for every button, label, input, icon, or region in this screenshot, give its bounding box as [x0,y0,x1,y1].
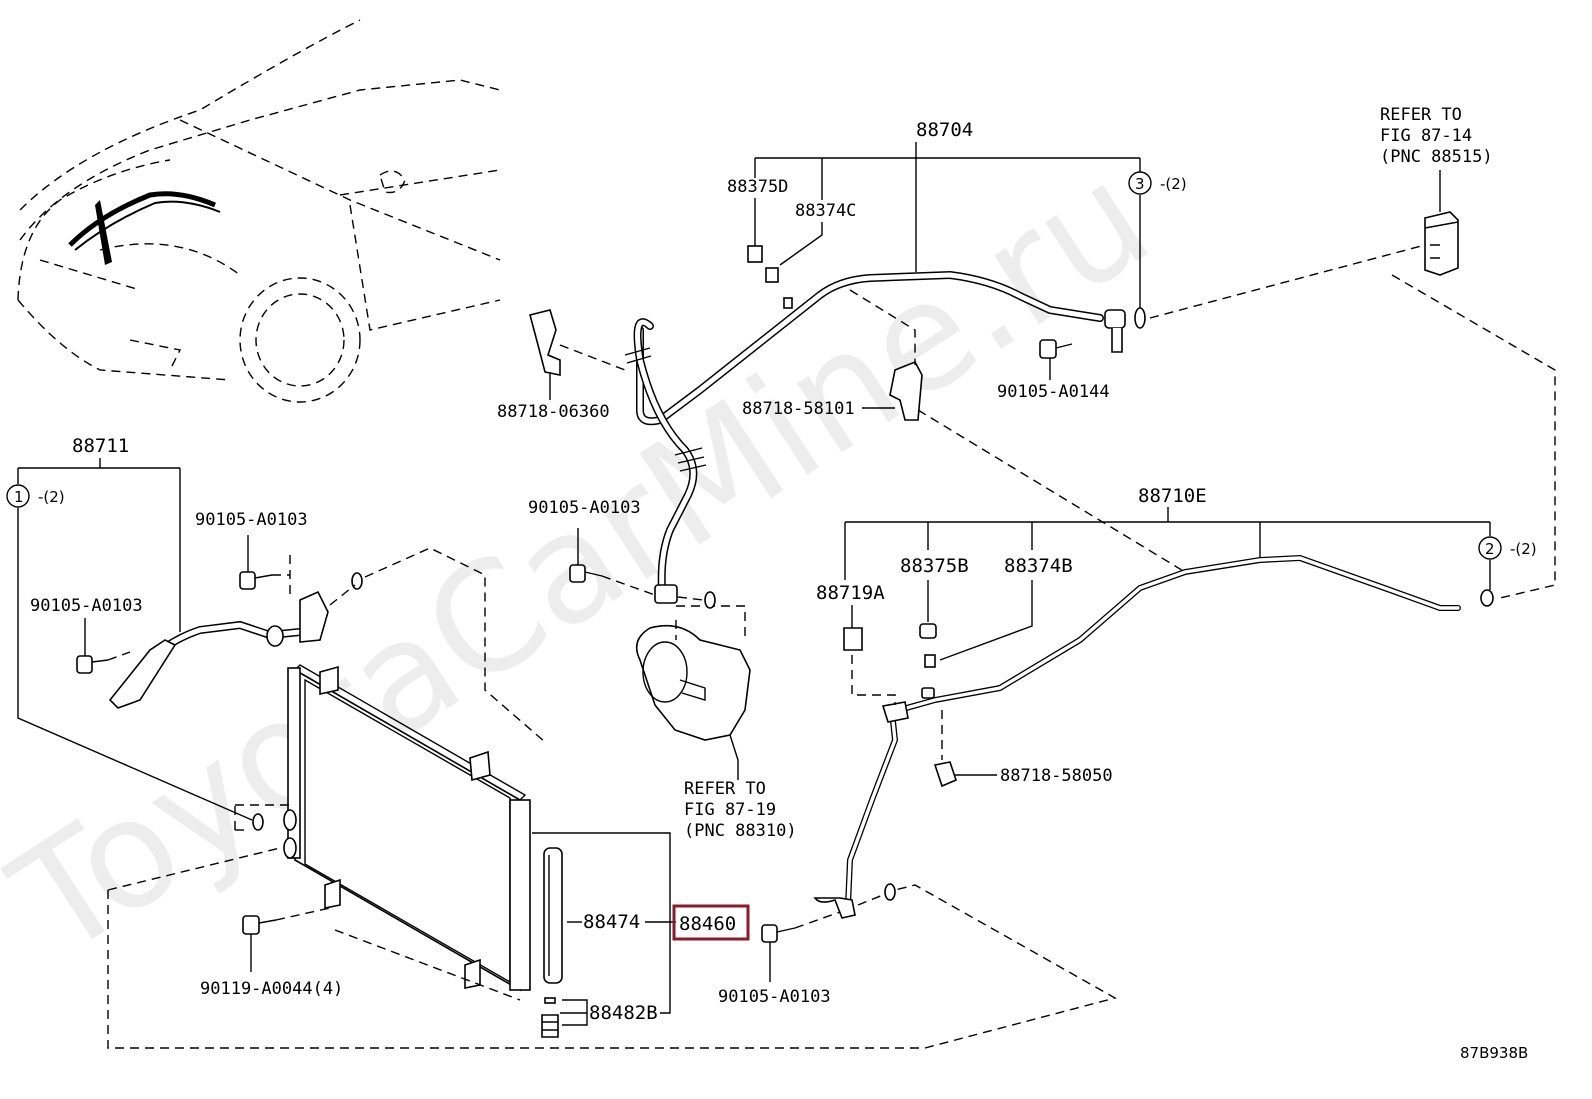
callout-1-qty: -(2) [38,488,65,506]
label-88374B: 88374B [1004,555,1073,577]
part-88375D-icon [747,245,763,263]
ref-comp-line2: FIG 87-19 [684,800,776,820]
callout-3-number: 3 [1135,175,1145,193]
figure-code: 87B938B [1460,1044,1528,1062]
label-88719A: 88719A [816,582,885,604]
condenser-group: 90119-A0044(4) 88474 88460 88482B [107,664,1117,1049]
part-88474-icon [543,847,563,984]
ref-top-line2: FIG 87-14 [1380,126,1472,146]
part-88374C-icon [765,267,779,283]
label-90105-A0103-upper: 90105-A0103 [195,510,308,530]
clamp-88718-58050-icon [933,761,957,788]
callout-2-number: 2 [1485,540,1495,558]
callout-2-qty: -(2) [1510,540,1537,558]
liquid-tube-group: 88710E 2 -(2) 88719A 88375B 88374B [718,409,1537,1007]
label-90105-A0103-bottom: 90105-A0103 [718,987,831,1007]
label-88710E: 88710E [1138,485,1207,507]
compressor-group: REFER TO FIG 87-19 (PNC 88310) 90105-A01… [528,498,797,841]
ref-comp-line1: REFER TO [684,779,766,799]
part-88374B-icon [924,654,936,668]
car-illustration [17,19,501,403]
bolt-90119-A0044-icon [242,915,277,935]
watermark-text: ToyotaCarMine.ru [0,131,1179,991]
label-90105-A0103-left: 90105-A0103 [30,596,143,616]
clamp-88718-58101-icon [889,360,923,421]
bolt-90105-A0103-hose-icon [569,564,603,583]
callout-3-qty: -(2) [1160,175,1187,193]
ref-comp-line3: (PNC 88310) [684,821,797,841]
label-90105-A0144: 90105-A0144 [997,382,1110,402]
callout-1-number: 1 [14,488,24,506]
label-88375B: 88375B [900,555,969,577]
ref-top-line3: (PNC 88515) [1380,147,1493,167]
label-88718-58050: 88718-58050 [1000,766,1113,786]
label-88718-06360: 88718-06360 [497,402,610,422]
bolt-90105-A0144-icon [1039,339,1073,359]
bolt-90105-A0103-bottom-icon [761,924,796,943]
label-88704: 88704 [916,119,973,141]
label-88711: 88711 [72,435,129,457]
label-88460[interactable]: 88460 [679,913,736,935]
bolt-90105-A0103-left-icon [76,655,109,674]
part-88482B-icon [541,1014,559,1038]
label-88375D: 88375D [727,177,788,197]
reference-part-88515-icon [1424,211,1459,276]
ref-top-line1: REFER TO [1380,105,1462,125]
hose-88711-group: 88711 1 -(2) 90105-A0103 90105-A0 [6,435,546,821]
label-88718-58101: 88718-58101 [742,399,855,419]
label-90119-A0044: 90119-A0044(4) [200,979,343,999]
callout-3-icon [1128,171,1152,195]
part-88719A-icon [843,627,863,651]
label-88374C: 88374C [795,201,856,221]
compressor-icon [635,624,751,741]
discharge-hose-group: 88704 88375D 88374C 88718-06360 [497,105,1556,604]
callout-1-icon [6,484,30,508]
highlight-88460 [672,904,750,941]
part-88375B-icon [919,623,937,639]
bolt-90105-A0103-upper-icon [239,571,273,590]
clamp-88718-06360-icon [529,309,561,376]
label-90105-A0103-hose: 90105-A0103 [528,498,641,518]
callout-2-icon [1478,536,1502,560]
label-88482B: 88482B [589,1002,658,1024]
label-88474: 88474 [583,911,640,933]
